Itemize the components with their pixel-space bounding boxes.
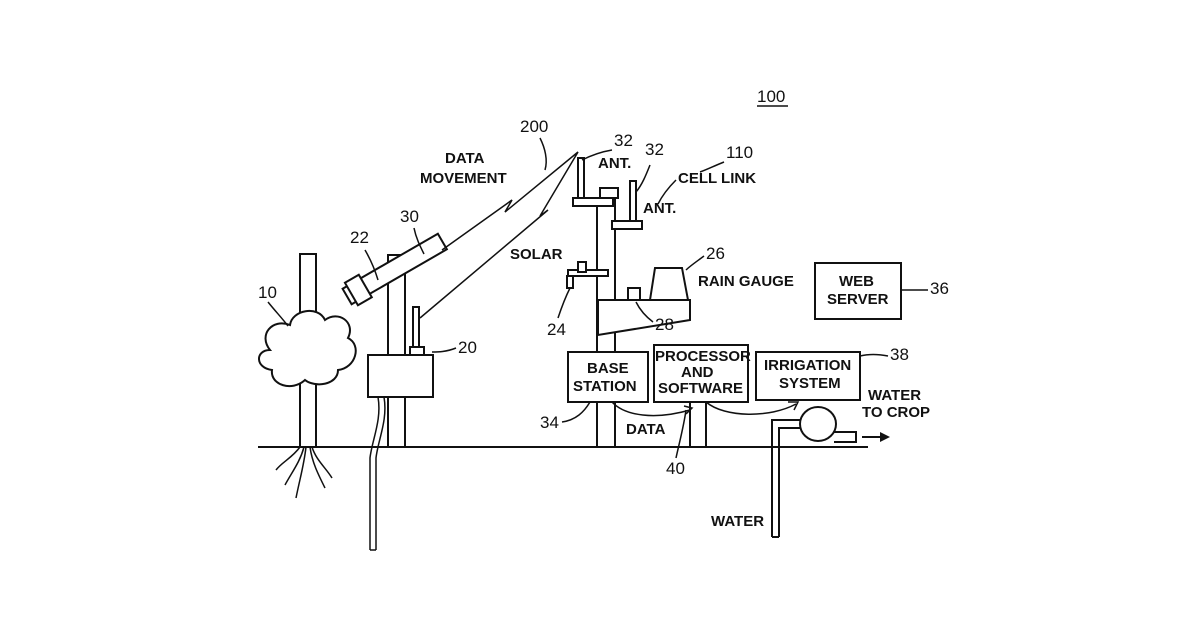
ref-30: 30 [400, 207, 419, 226]
water-to-crop-line-2: TO CROP [862, 404, 930, 421]
rain-gauge-label: RAIN GAUGE [698, 273, 794, 290]
ref-36: 36 [930, 279, 949, 298]
pump-and-pipe [772, 407, 890, 537]
ant-label-2: ANT. [643, 200, 676, 217]
irrigation-line-1: IRRIGATION [764, 357, 851, 374]
irrigation-line-2: SYSTEM [779, 375, 841, 392]
ref-200: 200 [520, 117, 548, 136]
ref-28: 28 [655, 315, 674, 334]
processor-line-2: AND [681, 364, 714, 381]
ref-34: 34 [540, 413, 559, 432]
ref-32-b: 32 [645, 140, 664, 159]
cell-link-label: CELL LINK [678, 170, 756, 187]
data-movement-line-1: DATA [445, 150, 485, 167]
processor-line-3: SOFTWARE [658, 380, 743, 397]
ref-22: 22 [350, 228, 369, 247]
ref-38: 38 [890, 345, 909, 364]
ref-26: 26 [706, 244, 725, 263]
figure-number: 100 [757, 87, 785, 106]
ref-24: 24 [547, 320, 566, 339]
ref-40: 40 [666, 459, 685, 478]
ant-label-1: ANT. [598, 155, 631, 172]
base-station-line-2: STATION [573, 378, 637, 395]
ref-110: 110 [726, 143, 753, 162]
data-movement-line-2: MOVEMENT [420, 170, 507, 187]
water-label: WATER [711, 513, 764, 530]
web-server-line-2: SERVER [827, 291, 889, 308]
ref-20: 20 [458, 338, 477, 357]
base-station-line-1: BASE [587, 360, 629, 377]
sensor-pole [341, 230, 449, 447]
processor-line-1: PROCESSOR [655, 348, 751, 365]
web-server-line-1: WEB [839, 273, 874, 290]
solar-label: SOLAR [510, 246, 563, 263]
data-label: DATA [626, 421, 666, 438]
water-to-crop-line-1: WATER [868, 387, 921, 404]
ref-10: 10 [258, 283, 277, 302]
ref-32-a: 32 [614, 131, 633, 150]
